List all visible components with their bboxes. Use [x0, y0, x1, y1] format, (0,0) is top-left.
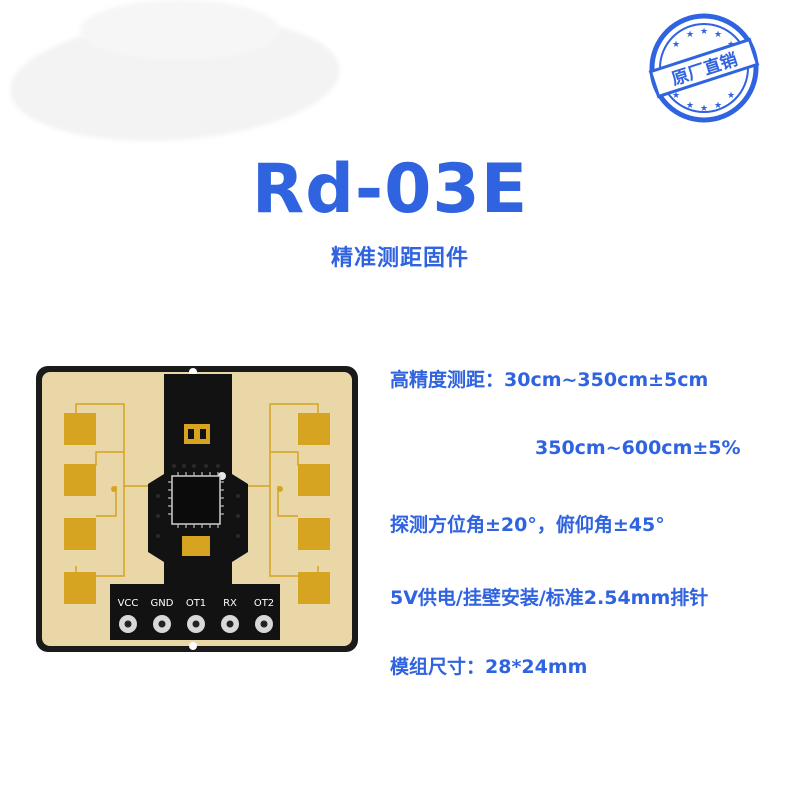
svg-text:★: ★ [672, 91, 680, 101]
pin-label-vcc: VCC [118, 598, 139, 609]
chip-pins [168, 472, 224, 528]
svg-text:★: ★ [686, 30, 694, 40]
radar-chip [171, 475, 221, 525]
pin-label-rx: RX [223, 598, 237, 609]
spec-range-near: 高精度测距：30cm~350cm±5cm [390, 369, 709, 391]
svg-text:★: ★ [714, 30, 722, 40]
patch-antenna-left [64, 413, 96, 604]
svg-text:★: ★ [672, 40, 680, 50]
product-subtitle: 精准测距固件 [330, 246, 469, 271]
patch-antenna-right [298, 413, 330, 604]
component-pad [184, 424, 210, 444]
spec-range-far: 350cm~600cm±5% [535, 437, 741, 459]
pin-label-ot1: OT1 [186, 598, 206, 609]
svg-text:★: ★ [700, 104, 708, 114]
mount-notch [189, 642, 197, 650]
svg-text:★: ★ [714, 101, 722, 111]
product-title: Rd-03E [251, 150, 529, 229]
pin-label-ot2: OT2 [254, 598, 274, 609]
component-pad [182, 536, 210, 556]
antenna-traces [75, 403, 319, 577]
spec-power-mount: 5V供电/挂壁安装/标准2.54mm排针 [390, 587, 709, 609]
radar-module-board: VCC GND OT1 RX OT2 [36, 366, 358, 652]
pin-label-gnd: GND [151, 598, 174, 609]
spec-module-size: 模组尺寸：28*24mm [390, 656, 588, 678]
svg-text:★: ★ [700, 27, 708, 37]
factory-direct-seal: ★ ★ ★ ★ ★ ★ ★ ★ ★ ★ 原厂直销 [648, 13, 760, 123]
spec-detection-angle: 探测方位角±20°，俯仰角±45° [390, 514, 665, 536]
svg-text:★: ★ [727, 91, 735, 101]
svg-text:★: ★ [686, 101, 694, 111]
pin-holes [119, 615, 273, 633]
background-smudge [80, 0, 280, 60]
